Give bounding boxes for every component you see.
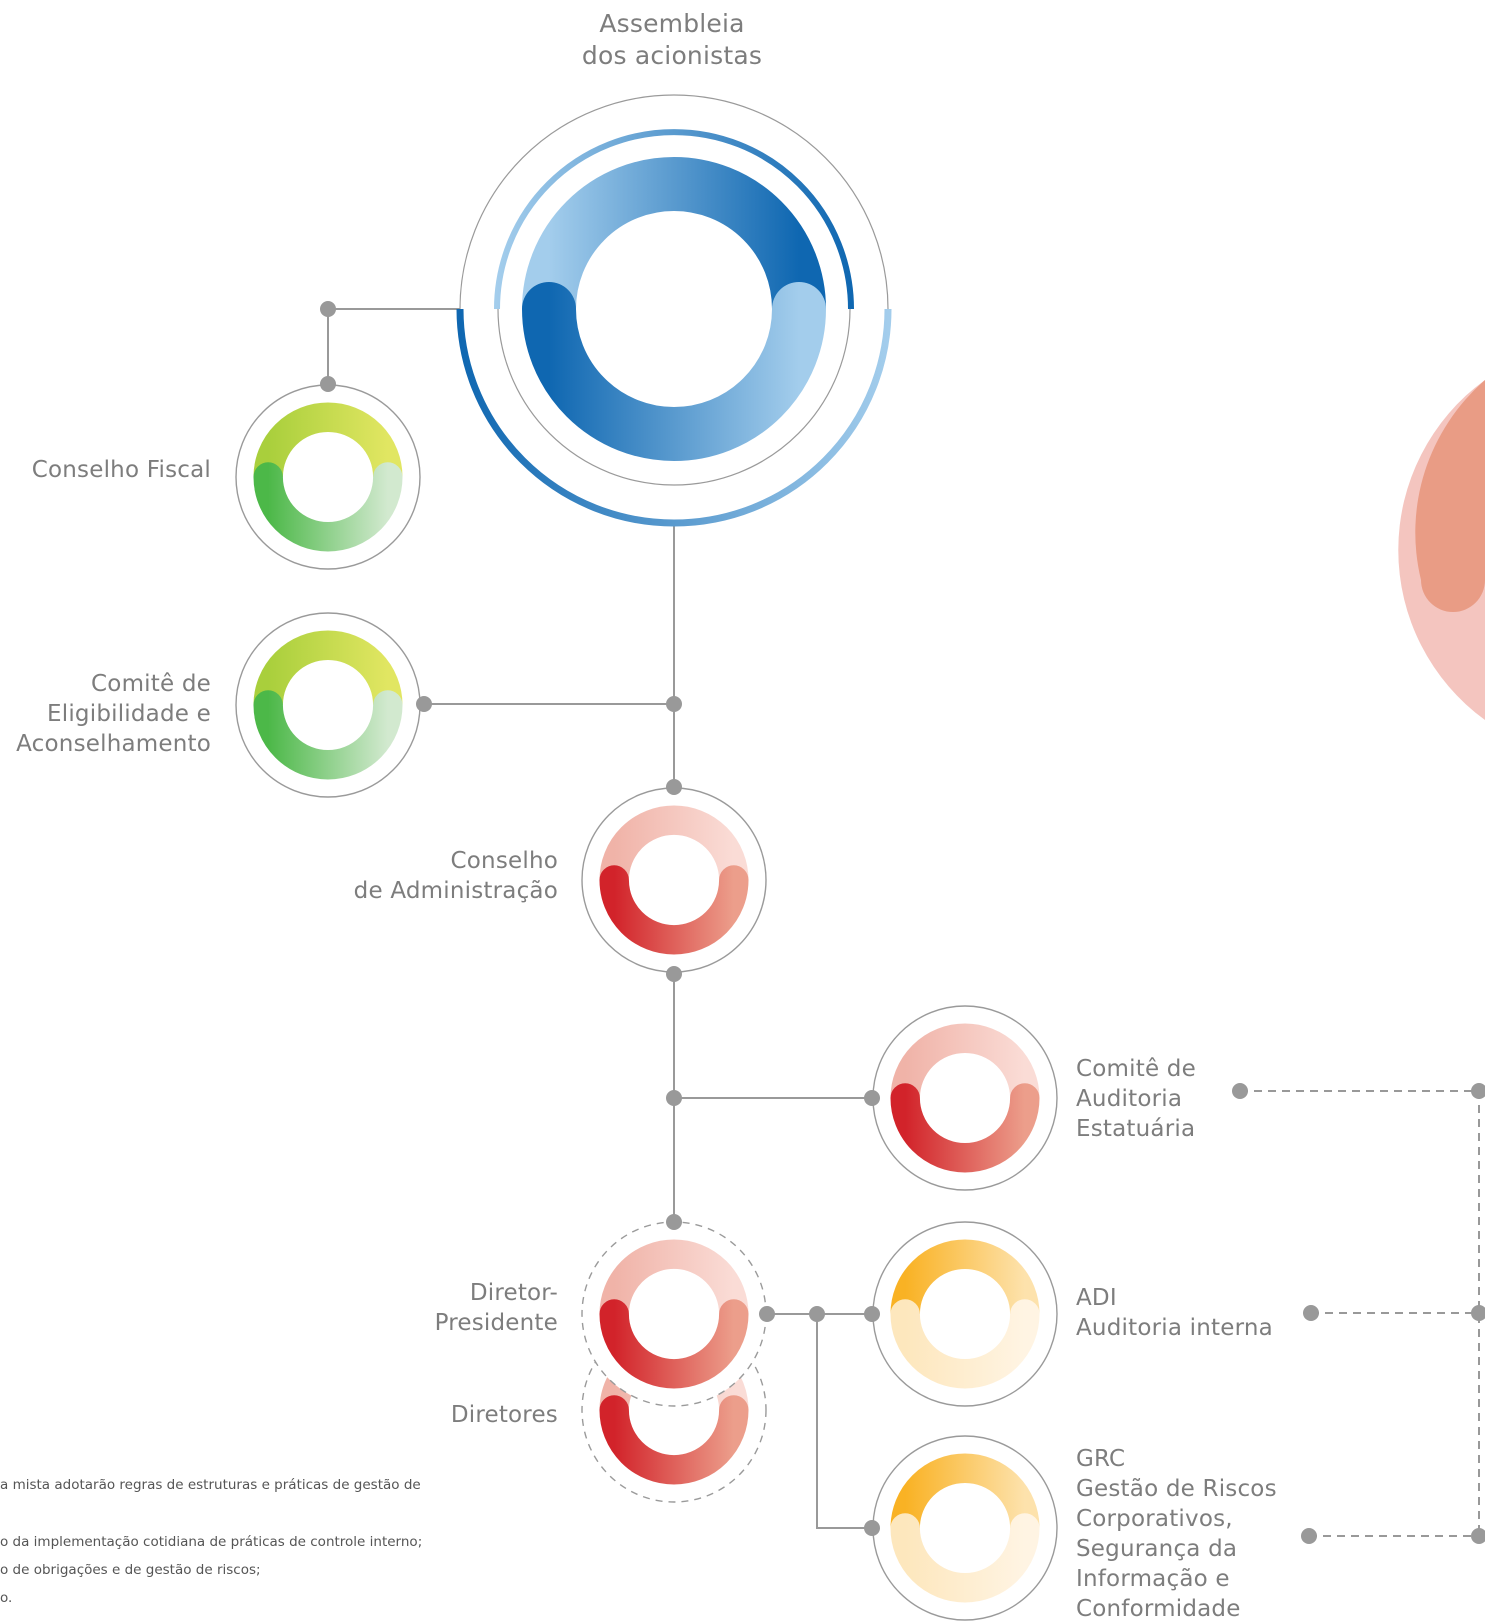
- dashed-connectors: [1240, 1090, 1485, 1537]
- diretor-presidente-node: [581, 1221, 767, 1407]
- comite-auditoria-label: Comitê de Auditoria Estatuária: [1076, 1056, 1196, 1142]
- comite-eligibilidade-node: [235, 612, 421, 798]
- grc-label: GRC Gestão de Riscos Corporativos, Segur…: [1076, 1446, 1277, 1621]
- footnote-line: o de obrigações e de gestão de riscos;: [0, 1562, 261, 1578]
- footnote-line: o.: [0, 1590, 13, 1606]
- adi-label: ADI Auditoria interna: [1076, 1285, 1273, 1341]
- decorative-circle: [1398, 380, 1485, 720]
- footnote-line: o da implementação cotidiana de práticas…: [0, 1534, 423, 1550]
- assembleia-label: Assembleia dos acionistas: [581, 9, 763, 70]
- diretores-label: Diretores: [450, 1402, 558, 1428]
- conselho-fiscal-node: [235, 384, 421, 570]
- assembleia-node: [456, 94, 892, 527]
- comite-auditoria-node: [872, 1005, 1058, 1191]
- grc-node: [872, 1435, 1058, 1621]
- conselho-administracao-label: Conselho de Administração: [353, 848, 558, 904]
- conselho-fiscal-label: Conselho Fiscal: [31, 457, 211, 483]
- comite-eligibilidade-label: Comitê de Eligibilidade e Aconselhamento: [16, 671, 211, 757]
- conselho-administracao-node: [581, 787, 767, 973]
- connector-dots: [320, 301, 1485, 1544]
- footnote-line: a mista adotarão regras de estruturas e …: [0, 1477, 421, 1493]
- adi-node: [872, 1221, 1058, 1407]
- diretor-presidente-label: Diretor- Presidente: [434, 1280, 558, 1336]
